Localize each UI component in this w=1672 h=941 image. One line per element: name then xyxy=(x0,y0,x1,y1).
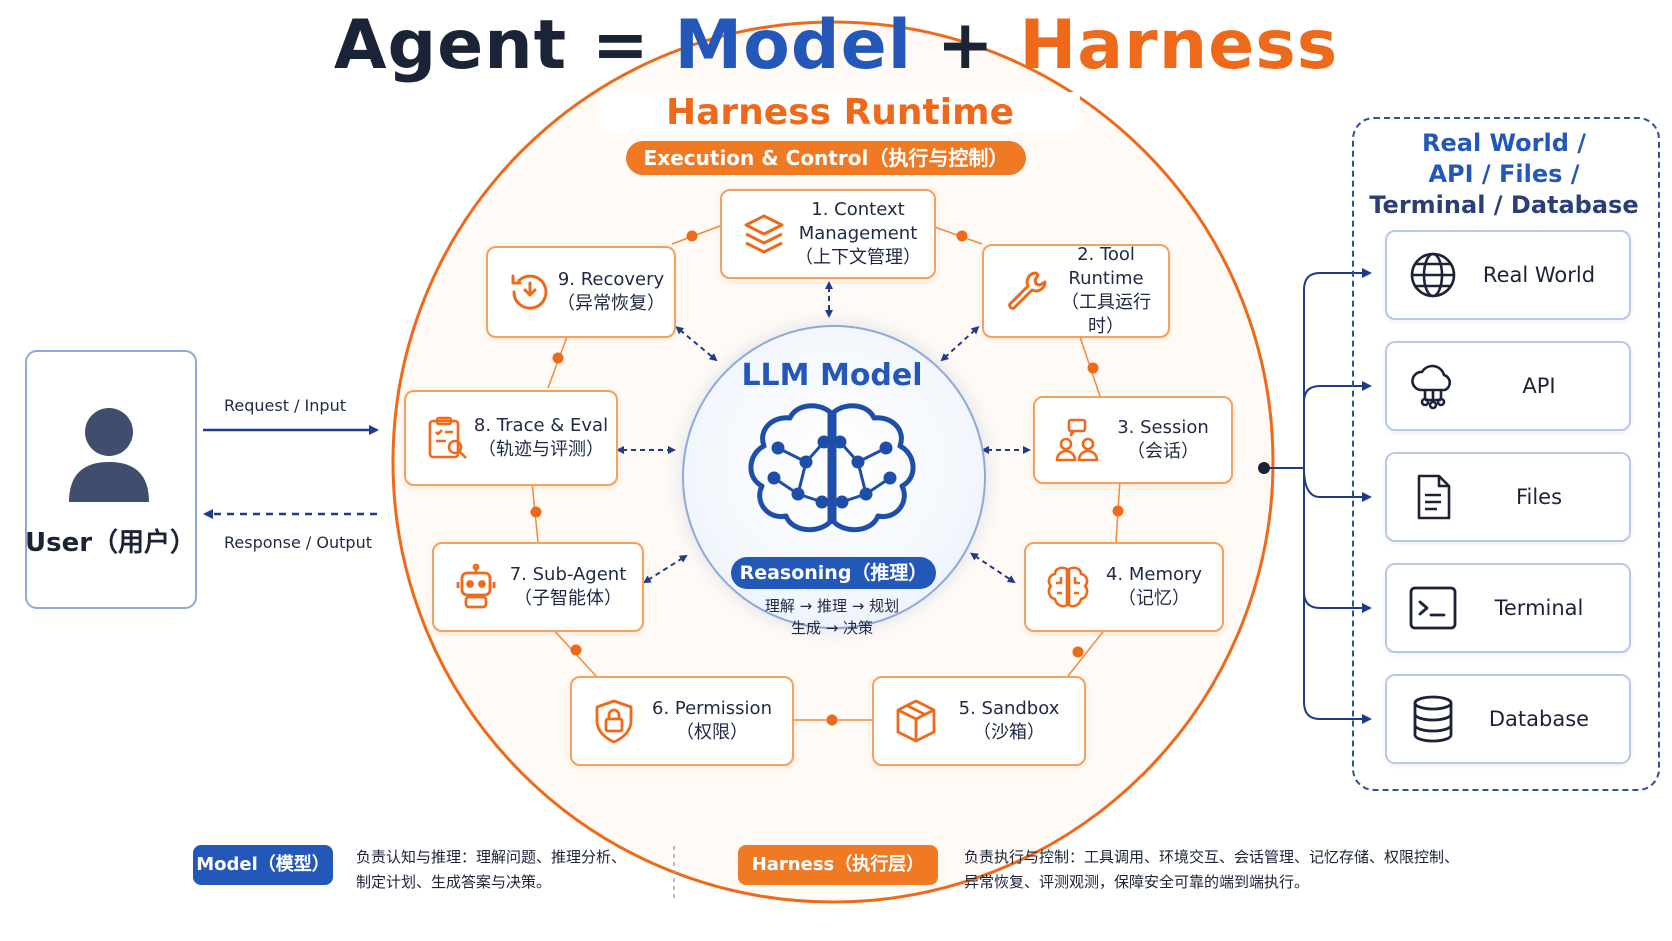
globe-icon xyxy=(1410,252,1456,298)
module-context-line-1: 1. Context xyxy=(811,199,905,220)
module-tool-line-1: 2. Tool xyxy=(1077,244,1135,265)
module-trace-line-2: （轨迹与评测） xyxy=(478,439,604,460)
module-permission: 6. Permission （权限） xyxy=(570,676,794,766)
module-permission-line-2: （权限） xyxy=(676,722,748,743)
module-session: 3. Session （会话） xyxy=(1033,396,1233,484)
real-world-title-line-2: API / Files / xyxy=(1428,160,1580,188)
brain-icon xyxy=(748,403,916,533)
real-world-item-terminal: Terminal xyxy=(1385,563,1631,653)
module-tool-runtime: 2. Tool Runtime （工具运行时） xyxy=(982,244,1170,338)
legend-harness-line-1: 负责执行与控制：工具调用、环境交互、会话管理、记忆存储、权限控制、 xyxy=(964,848,1460,866)
module-trace-line-1: 8. Trace & Eval xyxy=(473,415,609,436)
module-recovery-line-1: 9. Recovery xyxy=(557,269,665,290)
real-world-connectors xyxy=(1264,268,1372,724)
response-label: Response / Output xyxy=(224,533,372,552)
module-sandbox-line-2: （沙箱） xyxy=(973,722,1045,743)
user-icon xyxy=(69,408,149,502)
title-harness: Harness xyxy=(1019,6,1339,85)
module-context-line-2: Management xyxy=(798,223,918,244)
real-world-panel xyxy=(1352,117,1660,791)
real-world-title-line-1: Real World / xyxy=(1421,129,1586,157)
llm-module-arrows xyxy=(616,281,1031,584)
page-title: Agent = Model + Harness xyxy=(0,6,1672,85)
users-chat-icon xyxy=(1055,418,1099,462)
module-recovery: 9. Recovery （异常恢复） xyxy=(486,246,676,338)
request-label: Request / Input xyxy=(224,396,346,415)
module-memory-line-1: 4. Memory xyxy=(1105,564,1203,585)
module-permission-line-1: 6. Permission xyxy=(652,698,772,719)
harness-output-dot xyxy=(1258,462,1270,474)
legend-harness-description: 负责执行与控制：工具调用、环境交互、会话管理、记忆存储、权限控制、 异常恢复、评… xyxy=(964,845,1459,895)
module-context-line-3: （上下文管理） xyxy=(795,247,921,268)
module-subagent-line-1: 7. Sub-Agent xyxy=(509,564,627,585)
real-world-item-label: Database xyxy=(1488,707,1590,731)
module-ring-dots xyxy=(530,230,1124,726)
wrench-icon xyxy=(1008,271,1047,310)
real-world-item-database: Database xyxy=(1385,674,1631,764)
layers-icon xyxy=(744,214,784,254)
file-icon xyxy=(1417,474,1451,520)
harness-runtime-title: Harness Runtime xyxy=(600,92,1080,133)
cube-icon xyxy=(896,699,936,743)
module-session-line-2: （会话） xyxy=(1127,441,1199,462)
module-sandbox: 5. Sandbox （沙箱） xyxy=(872,676,1086,766)
history-icon xyxy=(511,274,548,310)
llm-model-title: LLM Model xyxy=(741,358,923,393)
module-trace-eval: 8. Trace & Eval （轨迹与评测） xyxy=(404,390,618,486)
module-sub-agent: 7. Sub-Agent （子智能体） xyxy=(432,542,644,632)
legend-model-description: 负责认知与推理：理解问题、推理分析、 制定计划、生成答案与决策。 xyxy=(356,845,626,895)
brain-icon xyxy=(1047,566,1089,608)
module-memory: 4. Memory （记忆） xyxy=(1024,542,1224,632)
reasoning-line-2: 生成 → 决策 xyxy=(790,619,874,637)
real-world-item-label: API xyxy=(1522,374,1556,398)
title-agent: Agent xyxy=(333,6,568,85)
execution-control-pill: Execution & Control（执行与控制） xyxy=(626,141,1026,175)
reasoning-line-1: 理解 → 推理 → 规划 xyxy=(764,597,900,615)
reasoning-pill: Reasoning（推理） xyxy=(731,557,936,589)
module-tool-line-3: （工具运行时） xyxy=(1061,292,1151,337)
module-context-management: 1. Context Management （上下文管理） xyxy=(720,189,936,279)
cloud-network-icon xyxy=(1411,364,1452,410)
real-world-item-label: Real World xyxy=(1482,263,1596,287)
module-tool-line-2: Runtime xyxy=(1068,268,1144,289)
legend-model-line-2: 制定计划、生成答案与决策。 xyxy=(356,873,552,891)
database-icon xyxy=(1413,695,1453,743)
shield-lock-icon xyxy=(595,699,633,744)
module-recovery-line-2: （异常恢复） xyxy=(557,293,665,314)
reasoning-steps: 理解 → 推理 → 规划 生成 → 决策 xyxy=(700,595,964,639)
module-subagent-line-2: （子智能体） xyxy=(514,588,622,609)
title-model: Model xyxy=(674,6,913,85)
real-world-item-label: Terminal xyxy=(1494,596,1584,620)
title-equals: = xyxy=(591,6,650,85)
module-sandbox-line-1: 5. Sandbox xyxy=(958,698,1060,719)
legend-model-pill: Model（模型） xyxy=(193,845,333,885)
legend-model-line-1: 负责认知与推理：理解问题、推理分析、 xyxy=(356,848,627,866)
module-session-line-1: 3. Session xyxy=(1117,417,1209,438)
real-world-item-label: Files xyxy=(1515,485,1563,509)
real-world-item-api: API xyxy=(1385,341,1631,431)
robot-icon xyxy=(456,563,496,609)
real-world-title: Real World / API / Files / Terminal / Da… xyxy=(1352,128,1656,221)
clipboard-search-icon xyxy=(428,416,467,459)
real-world-item-real-world: Real World xyxy=(1385,230,1631,320)
terminal-icon xyxy=(1409,586,1457,630)
user-label: User（用户） xyxy=(25,528,197,558)
legend-harness-line-2: 异常恢复、评测观测，保障安全可靠的端到端执行。 xyxy=(964,873,1310,891)
legend-harness-pill: Harness（执行层） xyxy=(738,845,938,885)
title-plus: + xyxy=(936,6,995,85)
module-memory-line-2: （记忆） xyxy=(1118,588,1190,609)
real-world-title-line-3: Terminal / Database xyxy=(1369,191,1639,219)
real-world-item-files: Files xyxy=(1385,452,1631,542)
